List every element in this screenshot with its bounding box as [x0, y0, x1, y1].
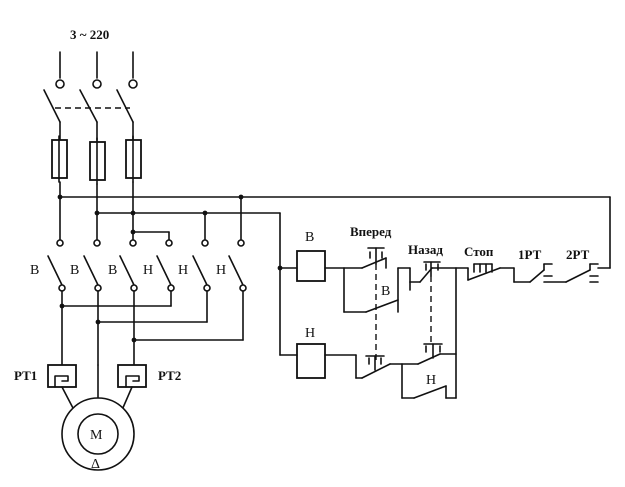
forward-contact-label-2: В [70, 263, 79, 278]
forward-button-label: Вперед [350, 224, 392, 239]
reversing-crossover-wiring [59, 290, 244, 366]
thermal-relay-rt1-label: РТ1 [14, 368, 37, 383]
forward-coil [296, 250, 326, 282]
motor [61, 397, 135, 471]
forward-contact-label-1: В [30, 263, 39, 278]
forward-coil-label: В [305, 230, 314, 245]
forward-power-contacts [47, 239, 138, 292]
forward-branch-wiring [324, 267, 367, 313]
thermal-relay-rt2 [117, 364, 147, 388]
supply-terminals [55, 51, 138, 89]
reverse-coil-label: Н [305, 326, 315, 341]
thermal-relay-rt2-label: РТ2 [158, 368, 181, 383]
relay-contact-2rt [543, 263, 611, 283]
reverse-branch-wiring [324, 267, 457, 399]
relay-contact-1rt [513, 263, 553, 283]
reverse-power-contacts [156, 239, 247, 292]
back-button-label: Назад [408, 242, 443, 257]
reverse-contact-label-1: Н [143, 263, 153, 278]
motor-label: М [90, 428, 103, 443]
fuses [51, 135, 142, 185]
mechanical-linkages [375, 264, 432, 360]
reverse-contact-label-2: Н [178, 263, 188, 278]
reverse-holding-contact-label: Н [426, 373, 436, 388]
relay-contact-2rt-label: 2РТ [566, 247, 590, 262]
forward-holding-contact-label: В [381, 284, 390, 299]
stop-button-label: Стоп [464, 244, 494, 259]
back-button [397, 261, 457, 283]
motor-delta-symbol: Δ [91, 457, 100, 472]
stop-button [455, 263, 515, 281]
relay-contact-1rt-label: 1РТ [518, 247, 542, 262]
control-supply-bus [57, 194, 611, 356]
forward-contact-label-3: В [108, 263, 117, 278]
reverse-coil [296, 343, 326, 379]
forward-holding-contact [365, 267, 399, 313]
thermal-relay-rt1 [47, 364, 77, 388]
reverse-contact-label-3: Н [216, 263, 226, 278]
main-disconnect-switch [43, 89, 134, 141]
forward-button [361, 247, 387, 269]
supply-label: 3 ~ 220 [70, 27, 109, 42]
